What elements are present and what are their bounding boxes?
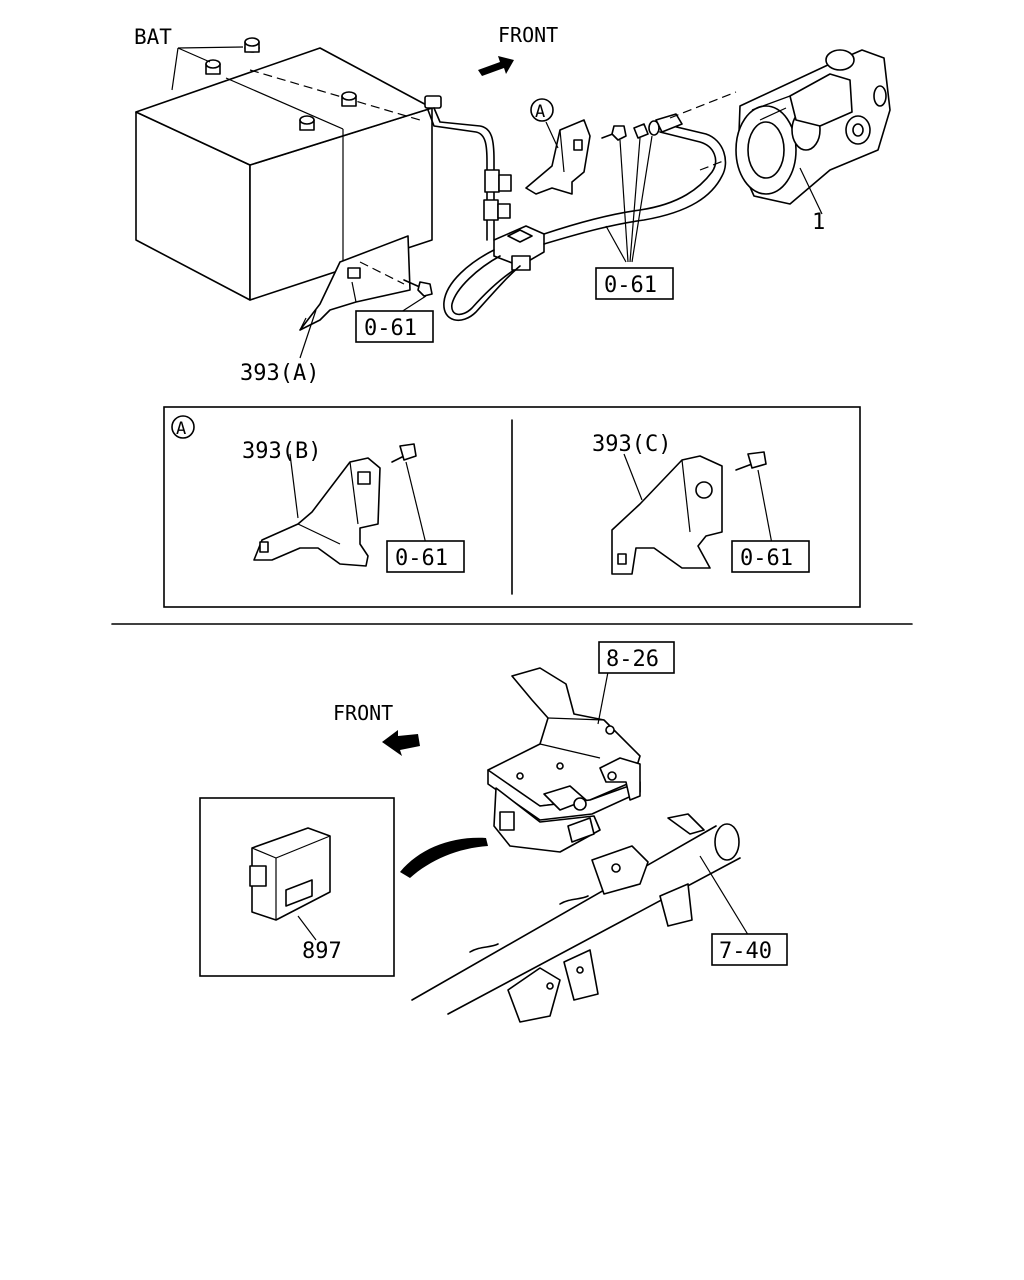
mounting-bracket-assembly [487,667,641,853]
bolt-washer-set [601,120,660,263]
svg-text:7-40: 7-40 [719,939,772,964]
detail-pointer-arrow [400,837,488,878]
control-unit-label: 897 [302,939,342,964]
bolt-icon [735,451,767,471]
bracket-393c: 393(C) 0-61 [592,432,810,575]
bracket-393b-label: 393(B) [242,439,321,464]
ref-box-0-61-lower: 0-61 [355,310,434,343]
battery-terminal-1 [244,37,260,53]
battery-terminal-2 [205,59,221,75]
front-label-top: FRONT [498,23,558,47]
front-arrow-icon [478,56,514,76]
detail-panel-marker [171,415,195,439]
bracket-393b: 393(B) 0-61 [242,439,465,573]
battery-terminal-4 [299,115,315,131]
front-label-bottom: FRONT [333,701,393,725]
bracket-393a: 393(A) [240,235,433,386]
ref-box-0-61-upper: 0-61 [595,267,674,300]
svg-text:0-61: 0-61 [364,316,417,341]
ref-box-0-61-b: 0-61 [395,546,448,571]
ref-box-0-61-c: 0-61 [740,546,793,571]
washer-icon [648,120,660,136]
detail-marker-a [530,98,554,122]
bolt-icon [403,279,433,297]
front-arrow-bottom: FRONT [333,701,420,756]
bolt-icon [391,443,417,463]
svg-text:8-26: 8-26 [606,647,659,672]
svg-text:A: A [176,419,186,439]
battery-cable [424,91,737,322]
battery-terminal-3 [341,91,357,107]
nut-icon [633,123,649,139]
bracket-393b-installed: A [525,98,591,195]
svg-text:A: A [535,102,545,122]
battery-label: BAT [134,25,172,49]
starter-callout: 1 [812,210,825,235]
front-arrow-top: FRONT [478,23,558,76]
svg-text:0-61: 0-61 [604,273,657,298]
starter-motor: 1 [735,49,891,235]
frame-rail [411,813,751,1023]
bracket-393a-label: 393(A) [240,361,319,386]
ref-box-8-26: 8-26 [598,641,675,674]
detail-panel-a: A 393(B) 0-61 [163,406,861,608]
control-unit-panel: 897 [199,797,395,977]
ref-box-7-40: 7-40 [711,933,788,966]
bracket-393c-label: 393(C) [592,432,671,457]
front-arrow-icon [382,730,420,756]
